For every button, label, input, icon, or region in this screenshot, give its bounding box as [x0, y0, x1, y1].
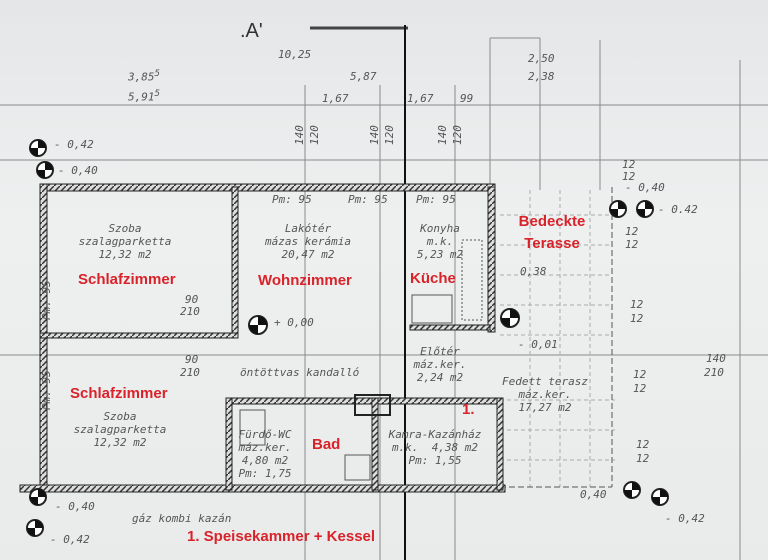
label-schlafzimmer-1: Schlafzimmer [78, 271, 176, 288]
window-height: 120 [383, 125, 396, 145]
label-pantry-number: 1. [462, 401, 475, 418]
door-height: 210 [180, 366, 200, 379]
side-parapet: Pm: 95 [40, 280, 53, 320]
window-height: 140 [293, 125, 306, 145]
level-label: - 0,40 [55, 500, 95, 513]
side-parapet: Pm: 95 [40, 370, 53, 410]
window-height: 140 [436, 125, 449, 145]
label-kueche: Küche [410, 270, 456, 287]
post-label: 12 [625, 238, 639, 251]
door-width: 140 [706, 352, 726, 365]
level-label: - 0.42 [658, 203, 698, 216]
window-height: 120 [451, 125, 464, 145]
label-bad: Bad [312, 436, 341, 453]
legend-speisekammer: 1. Speisekammer + Kessel [187, 528, 376, 545]
level-label: - 0,42 [50, 533, 90, 546]
dim-w1: 1,67 [322, 92, 349, 105]
fireplace-note: öntöttvas kandalló [240, 366, 360, 379]
dim-w3: 99 [460, 92, 474, 105]
level-label: 0,40 [580, 488, 607, 501]
parapet: Pm: 95 [416, 193, 456, 206]
post-label: 12 [636, 452, 650, 465]
dim-left-a: 3,855 [128, 68, 161, 84]
level-markers [26, 139, 669, 537]
dim-mid: 5,87 [350, 70, 377, 83]
post-label: 12 [633, 382, 647, 395]
dimension-lines [0, 26, 768, 560]
label-wohnzimmer: Wohnzimmer [258, 272, 352, 289]
terrace-grid [500, 187, 615, 488]
door-height: 210 [704, 366, 724, 379]
dim-right-b: 2,38 [528, 70, 555, 83]
level-label: + 0,00 [274, 316, 314, 329]
fixtures [239, 239, 483, 481]
window-height: 120 [308, 125, 321, 145]
dim-w2: 1,67 [407, 92, 434, 105]
level-label: - 0,01 [518, 338, 558, 351]
post-label: 12 [625, 225, 639, 238]
post-label: 12 [636, 438, 650, 451]
level-label: - 0,40 [625, 181, 665, 194]
door-width: 90 [185, 353, 199, 366]
label-schlafzimmer-2: Schlafzimmer [70, 385, 168, 402]
window-height: 140 [368, 125, 381, 145]
post-label: 12 [630, 312, 644, 325]
dim-total: 10,25 [278, 48, 312, 61]
parapet: Pm: 95 [272, 193, 312, 206]
dim-left-b: 5,915 [128, 88, 161, 104]
level-label: 0,38 [520, 265, 547, 278]
post-label: 12 [633, 368, 647, 381]
level-label: - 0,42 [665, 512, 705, 525]
walls [19, 183, 506, 493]
dim-right-a: 2,50 [528, 52, 555, 65]
parapet: Pm: 95 [348, 193, 388, 206]
section-label: .A' [240, 20, 263, 42]
level-label: - 0,40 [58, 164, 98, 177]
boiler-note: gáz kombi kazán [132, 512, 232, 525]
level-label: - 0,42 [54, 138, 94, 151]
post-label: 12 [622, 170, 636, 183]
door-height: 210 [180, 305, 200, 318]
door-width: 90 [185, 293, 199, 306]
post-label: 12 [622, 158, 636, 171]
label-bedeckte-terasse: Bedeckte Terasse [518, 213, 586, 252]
post-label: 12 [630, 298, 644, 311]
